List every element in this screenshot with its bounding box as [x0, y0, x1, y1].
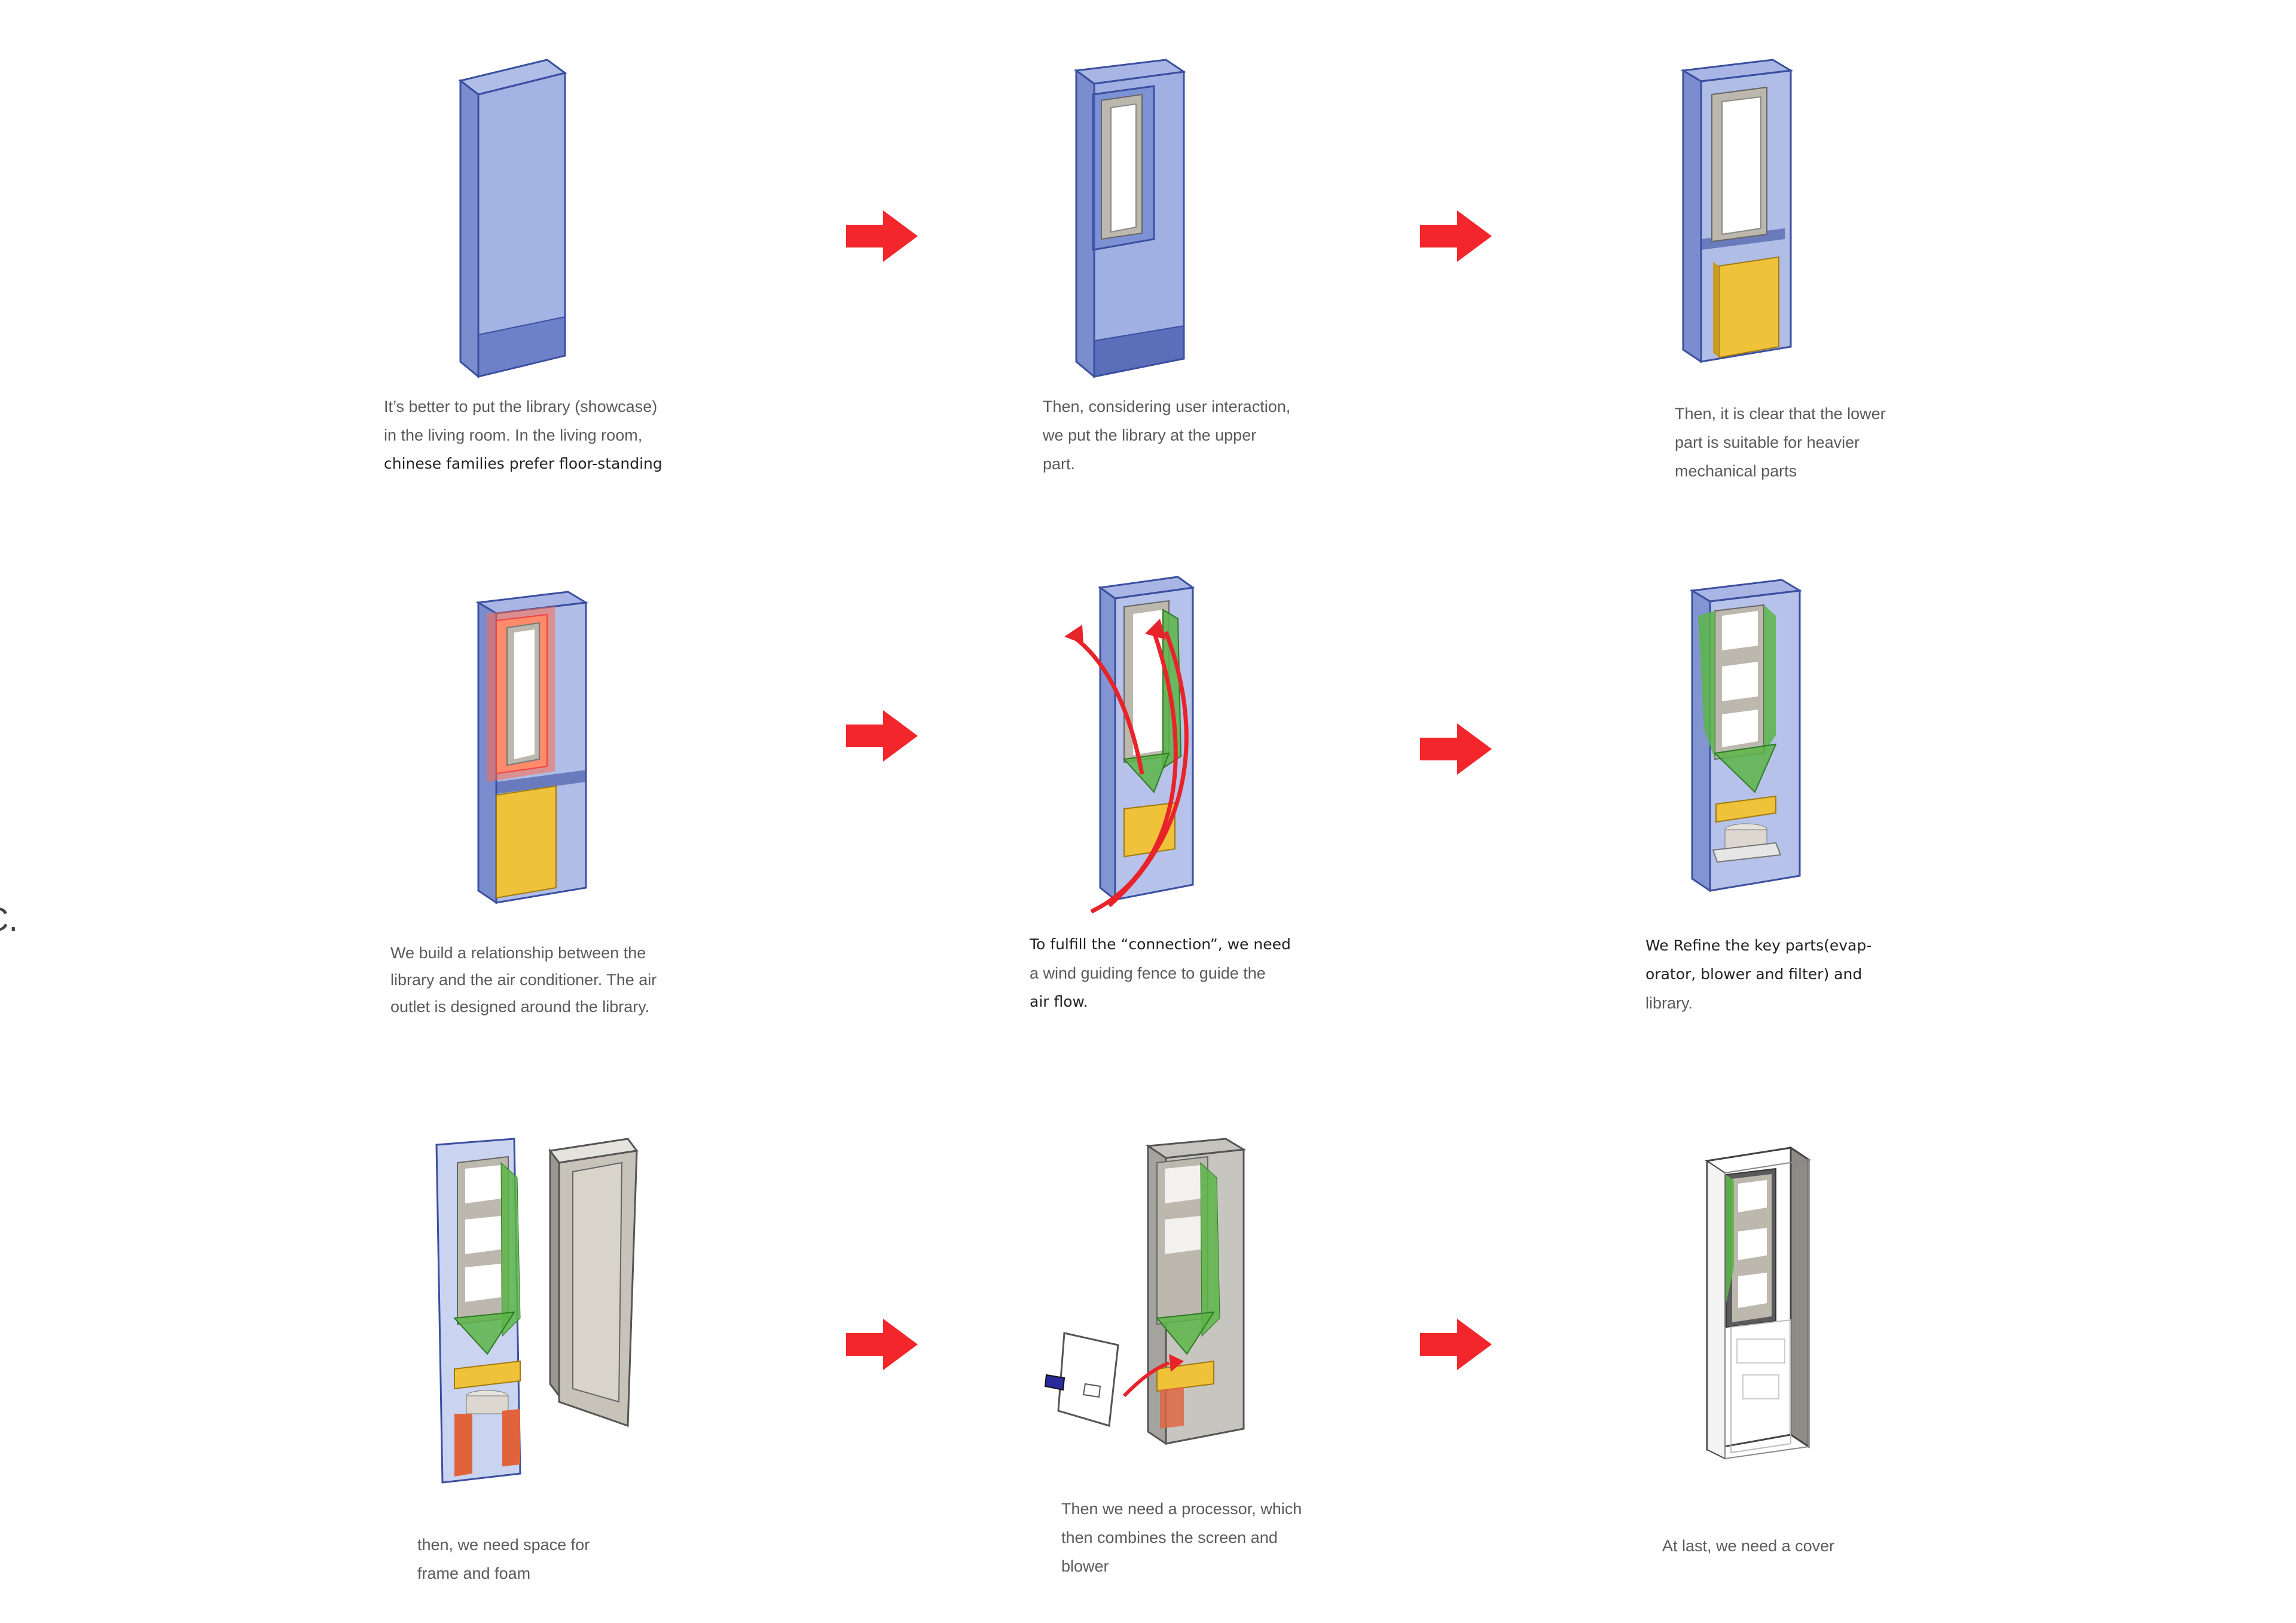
section-label: C.	[0, 900, 18, 938]
step4-caption: We build a relationship between the libr…	[390, 940, 657, 1020]
step2-caption: Then, considering user interaction, we p…	[1043, 392, 1290, 478]
caption-line: frame and foam	[417, 1564, 531, 1582]
step5-caption: To fulfill the “connection”, we need a w…	[1030, 930, 1291, 1016]
step3-mechanical-lower	[1680, 59, 1794, 363]
caption-line: in the living room. In the living room,	[384, 426, 643, 444]
caption-line: library.	[1645, 994, 1693, 1012]
caption-line: mechanical parts	[1675, 462, 1797, 480]
caption-line: then combines the screen and	[1061, 1529, 1278, 1546]
caption-line: At last, we need a cover	[1662, 1537, 1835, 1555]
step4-outlet-glow	[475, 591, 589, 904]
caption-line: library and the air conditioner. The air	[390, 971, 657, 989]
step9-cover	[1704, 1146, 1812, 1460]
arrow-4-to-5	[846, 710, 918, 762]
caption-line: blower	[1061, 1557, 1109, 1575]
caption-line: then, we need space for	[417, 1536, 590, 1554]
step6-refined-parts	[1689, 579, 1803, 893]
caption-line: we put the library at the upper	[1043, 426, 1257, 444]
arrow-8-to-9	[1420, 1319, 1492, 1370]
caption-line: part.	[1043, 455, 1076, 473]
step6-caption: We Refine the key parts(evap- orator, bl…	[1645, 931, 1871, 1017]
step7-frame-foam	[435, 1138, 639, 1484]
arrow-1-to-2	[846, 210, 918, 262]
step9-caption: At last, we need a cover	[1662, 1532, 1834, 1560]
arrow-5-to-6	[1420, 723, 1492, 775]
caption-line: part is suitable for heavier	[1675, 433, 1860, 451]
step8-caption: Then we need a processor, which then com…	[1061, 1494, 1302, 1581]
step1-glass-tower	[458, 59, 567, 379]
arrow-7-to-8	[846, 1319, 918, 1370]
caption-line: Then we need a processor, which	[1061, 1500, 1302, 1518]
caption-line: To fulfill the “connection”, we need	[1030, 936, 1291, 953]
caption-line: It’s better to put the library (showcase…	[384, 398, 658, 415]
step2-library-upper	[1074, 59, 1187, 379]
caption-line: a wind guiding fence to guide the	[1030, 964, 1266, 982]
caption-line: chinese families prefer floor-standing	[384, 455, 662, 472]
caption-line: Then, it is clear that the lower	[1675, 405, 1886, 423]
caption-line: We build a relationship between the	[390, 944, 646, 962]
caption-line: air flow.	[1030, 993, 1088, 1010]
caption-line: outlet is designed around the library.	[390, 998, 650, 1016]
arrow-2-to-3	[1420, 210, 1492, 262]
step8-processor-screen	[1044, 1138, 1247, 1445]
caption-line: We Refine the key parts(evap-	[1645, 937, 1872, 954]
caption-line: orator, blower and filter) and	[1645, 965, 1863, 983]
step5-wind-fence	[1064, 576, 1195, 914]
step1-caption: It’s better to put the library (showcase…	[384, 392, 662, 478]
step7-caption: then, we need space for frame and foam	[417, 1530, 590, 1588]
step3-caption: Then, it is clear that the lower part is…	[1675, 399, 1886, 485]
caption-line: Then, considering user interaction,	[1043, 398, 1291, 415]
